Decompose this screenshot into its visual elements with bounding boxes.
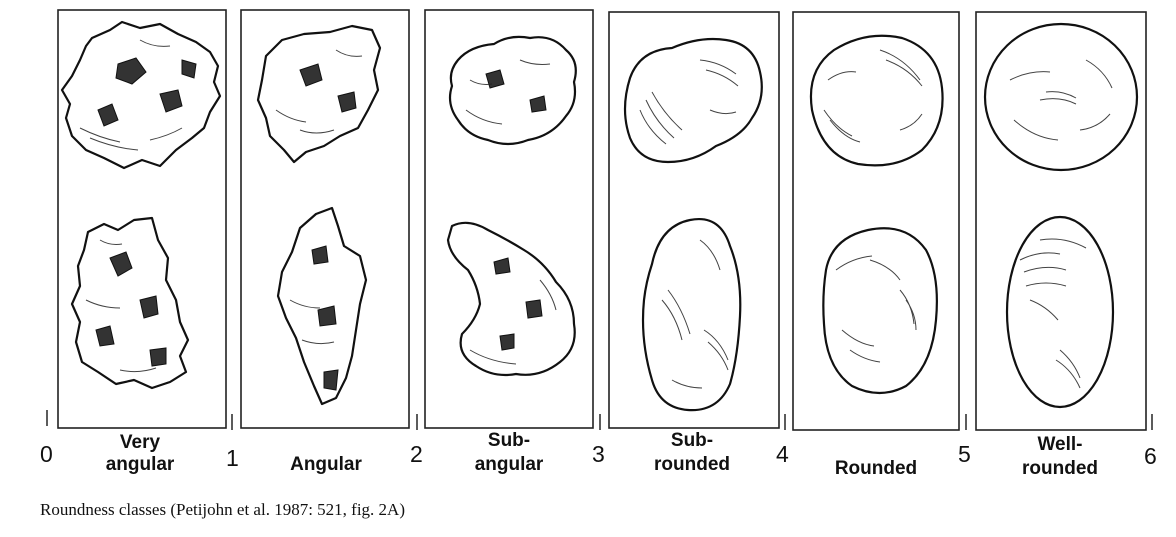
class-label-angular: Angular [290,454,362,475]
class-label-rounded: Rounded [835,458,917,479]
pebble-angular-bottom [278,208,366,404]
class-label-very-angular-line2: angular [106,454,175,475]
class-label-sub-angular-line1: Sub- [488,430,530,451]
class-label-sub-angular-line2: angular [475,454,544,475]
pebble-sub-rounded-top [625,39,762,162]
scale-number-0: 0 [40,441,53,467]
pebble-rounded-top [811,36,943,166]
scale-number-3: 3 [592,441,605,467]
scale-number-2: 2 [410,441,423,467]
scale-number-5: 5 [958,441,971,467]
class-label-sub-rounded-line1: Sub- [671,430,713,451]
pebble-well-rounded-bottom [1007,217,1113,407]
pebble-rounded-bottom [823,228,937,393]
scale-number-4: 4 [776,441,789,467]
pebble-very-angular-top [62,22,220,168]
class-label-very-angular-line1: Very [120,432,161,453]
pebble-sub-angular-bottom [448,223,575,375]
class-label-well-rounded-line2: rounded [1022,458,1098,479]
scale-number-6: 6 [1144,443,1157,469]
pebble-well-rounded-top [985,24,1137,170]
figure-caption: Roundness classes (Petijohn et al. 1987:… [40,500,405,520]
scale-number-1: 1 [226,445,239,471]
class-label-well-rounded-line1: Well- [1037,434,1082,455]
pebble-angular-top [258,26,380,162]
class-label-sub-rounded-line2: rounded [654,454,730,475]
pebble-very-angular-bottom [72,218,188,388]
pebble-sub-angular-top [450,37,576,144]
pebble-sub-rounded-bottom [643,219,740,410]
